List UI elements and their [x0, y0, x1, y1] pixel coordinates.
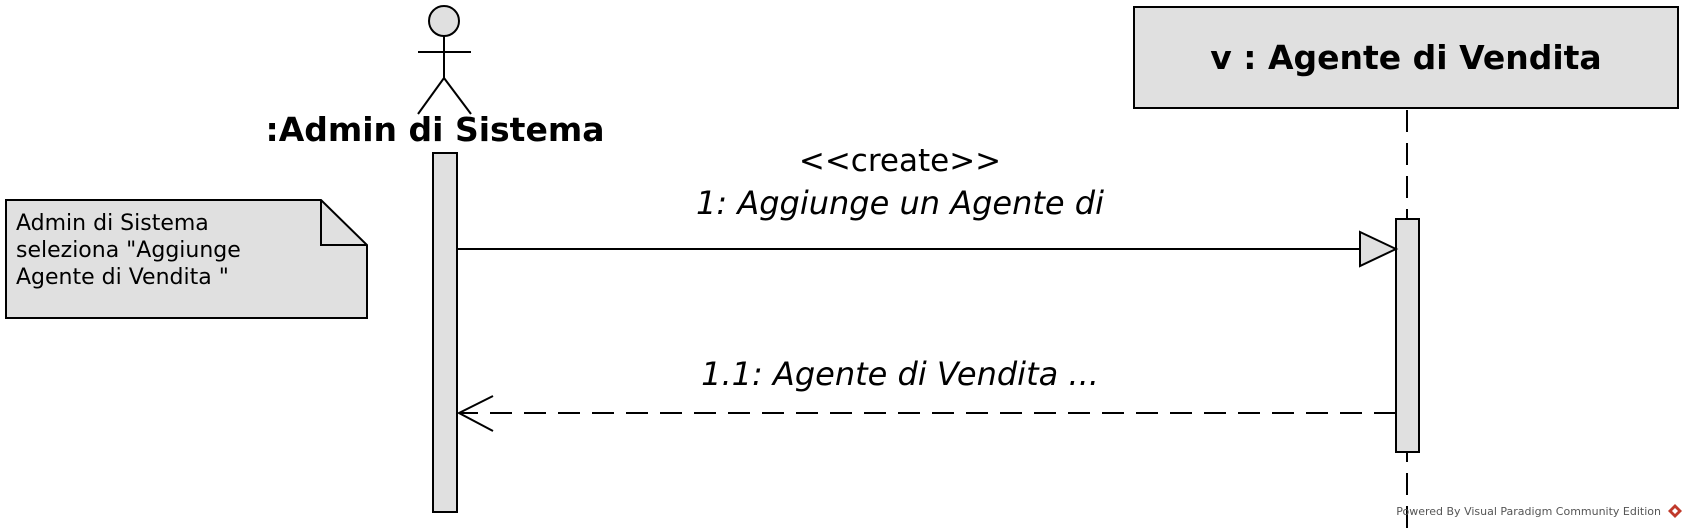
lifeline-activation-bar — [1395, 218, 1420, 453]
note-line: Agente di Vendita " — [16, 265, 229, 290]
message-1-stereotype: <<create>> — [798, 143, 1002, 179]
note-line: Admin di Sistema — [16, 211, 209, 236]
message-1-label: 1: Aggiunge un Agente di — [696, 184, 1104, 222]
visual-paradigm-logo-icon — [1668, 504, 1682, 518]
actor-head — [428, 5, 460, 37]
note-line: seleziona "Aggiunge — [16, 238, 241, 263]
actor-label: :Admin di Sistema — [265, 110, 605, 149]
watermark-text: Powered By Visual Paradigm Community Edi… — [1396, 505, 1661, 518]
message-1-1-label: 1.1: Agente di Vendita ... — [701, 355, 1099, 393]
actor-right-leg — [443, 77, 472, 115]
lifeline-header: v : Agente di Vendita — [1133, 6, 1679, 109]
actor-figure — [417, 5, 472, 115]
note-text: Admin di Sistema seleziona "Aggiunge Age… — [16, 210, 316, 291]
note-shape — [5, 199, 368, 319]
message-1-arrow — [457, 230, 1399, 268]
actor-left-leg — [417, 77, 445, 115]
lifeline-title: v : Agente di Vendita — [1210, 38, 1602, 77]
message-1-1-return-arrow — [456, 395, 1396, 432]
actor-activation-bar — [432, 152, 458, 513]
